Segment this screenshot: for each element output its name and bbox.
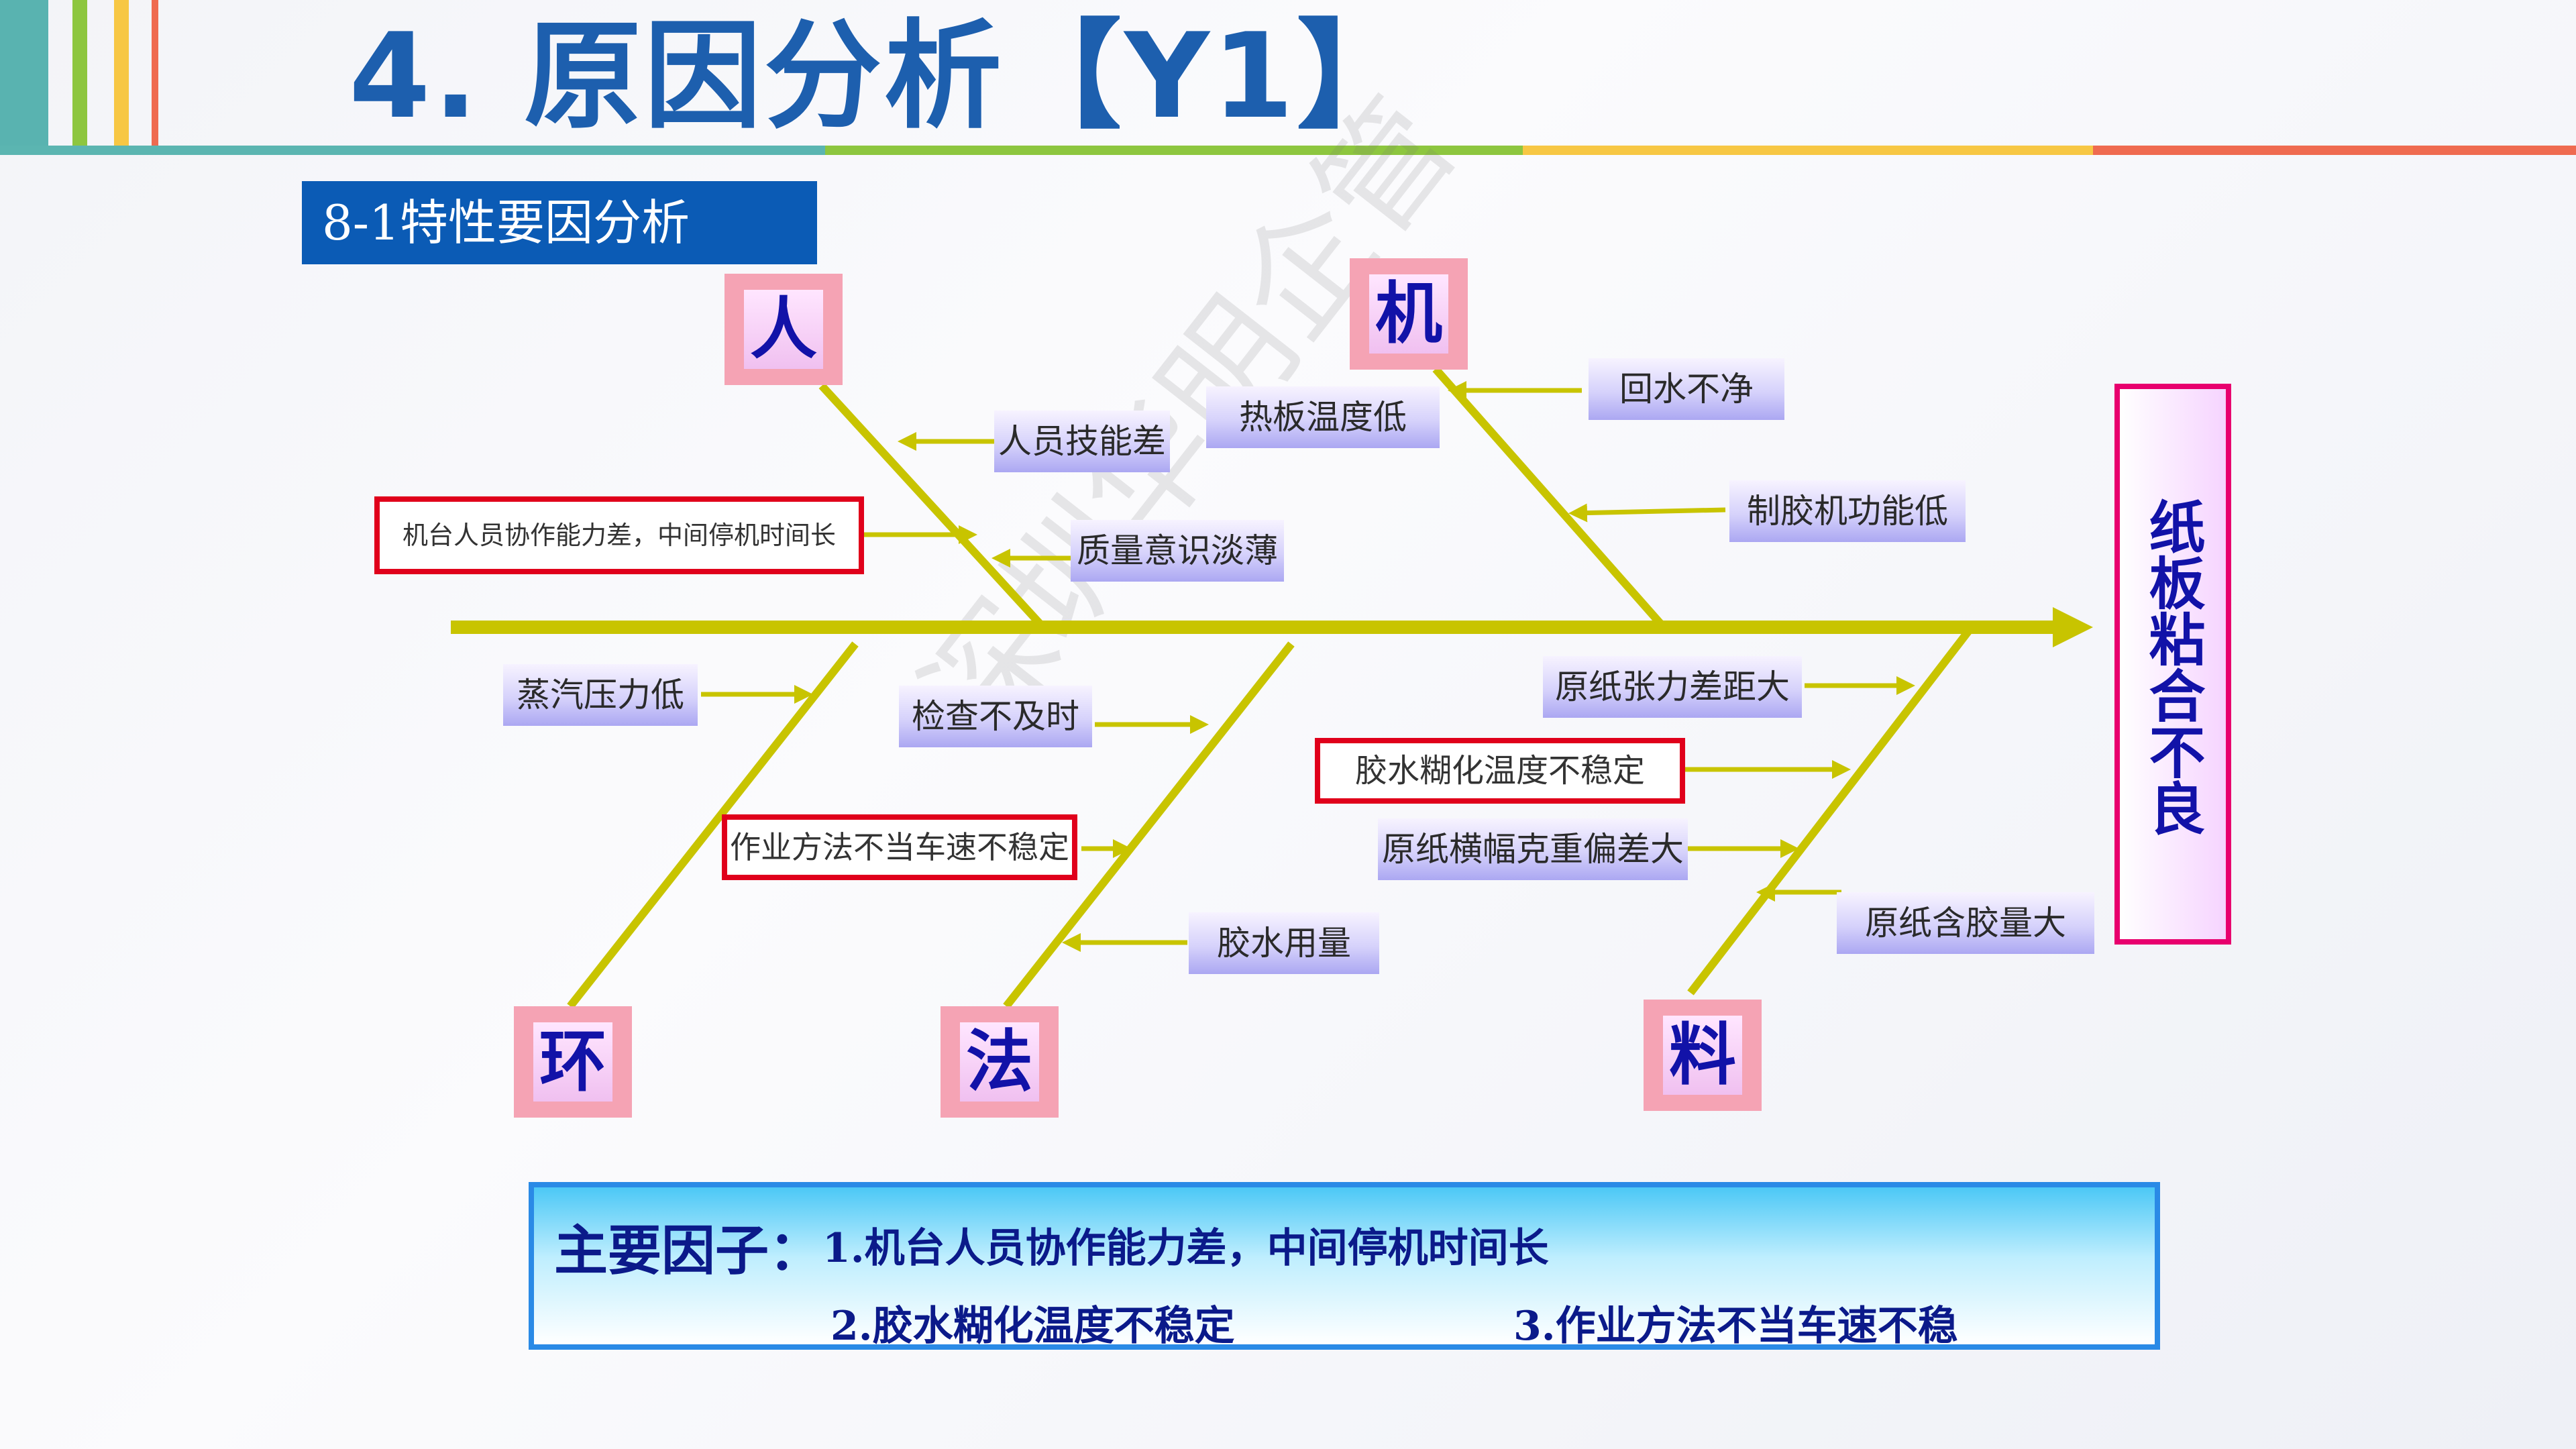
cause-machine-glue-maker: 制胶机功能低 — [1729, 480, 1966, 542]
section-label: 8-1特性要因分析 — [302, 181, 817, 264]
category-material: 料 — [1644, 1000, 1762, 1111]
effect-label: 纸板粘合不良 — [2140, 498, 2206, 836]
header-stripe-green — [72, 0, 87, 154]
category-material-label: 料 — [1663, 1016, 1742, 1095]
category-people-label: 人 — [744, 290, 823, 369]
category-people: 人 — [724, 274, 843, 385]
header-stripe-yellow — [114, 0, 129, 154]
bone-method — [1003, 641, 1295, 1009]
cause-material-glue-content: 原纸含胶量大 — [1837, 892, 2094, 954]
header-stripe-teal — [0, 0, 48, 154]
category-method-label: 法 — [960, 1022, 1039, 1102]
summary-label: 主要因子： — [554, 1219, 822, 1282]
cause-material-basis-weight: 原纸横幅克重偏差大 — [1378, 818, 1688, 880]
cause-material-tension: 原纸张力差距大 — [1543, 656, 1802, 718]
category-method: 法 — [941, 1006, 1059, 1118]
bone-machine — [1432, 366, 1667, 630]
summary-factor-2: 2.胶水糊化温度不稳定 — [830, 1303, 1235, 1350]
category-environment: 环 — [514, 1006, 632, 1118]
bone-environment — [567, 641, 859, 1009]
cause-machine-return-water: 回水不净 — [1589, 358, 1784, 420]
header-stripe-red — [152, 0, 158, 154]
header-rule-teal — [0, 146, 825, 155]
category-machine-label: 机 — [1369, 274, 1448, 354]
bone-material — [1687, 628, 1972, 996]
category-environment-label: 环 — [533, 1022, 612, 1102]
header-rule-yellow — [1523, 146, 2093, 155]
cause-method-inspection: 检查不及时 — [899, 686, 1092, 747]
cause-method-speed: 作业方法不当车速不稳定 — [722, 814, 1077, 880]
cause-machine-hotplate: 热板温度低 — [1206, 386, 1440, 448]
cause-environment-steam: 蒸汽压力低 — [503, 664, 698, 726]
bone-people — [818, 382, 1046, 631]
cause-people-cooperation: 机台人员协作能力差，中间停机时间长 — [374, 496, 864, 574]
cause-material-gelatinization: 胶水糊化温度不稳定 — [1315, 738, 1685, 804]
header-rule-red — [2093, 146, 2576, 155]
cause-method-glue-amount: 胶水用量 — [1189, 912, 1379, 974]
cause-people-skill: 人员技能差 — [994, 411, 1170, 472]
category-machine: 机 — [1350, 258, 1468, 370]
header-rule-green — [825, 146, 1523, 155]
cause-people-awareness: 质量意识淡薄 — [1071, 520, 1284, 582]
summary-factor-3: 3.作业方法不当车速不稳 — [1513, 1303, 1958, 1350]
effect-box: 纸板粘合不良 — [2114, 384, 2231, 945]
page-title: 4. 原因分析【Y1】 — [349, 9, 1417, 145]
summary-box: 主要因子： 1.机台人员协作能力差，中间停机时间长 2.胶水糊化温度不稳定 3.… — [529, 1182, 2160, 1350]
summary-factor-1: 1.机台人员协作能力差，中间停机时间长 — [822, 1225, 1549, 1272]
arrow-machine-2 — [1568, 503, 1726, 523]
